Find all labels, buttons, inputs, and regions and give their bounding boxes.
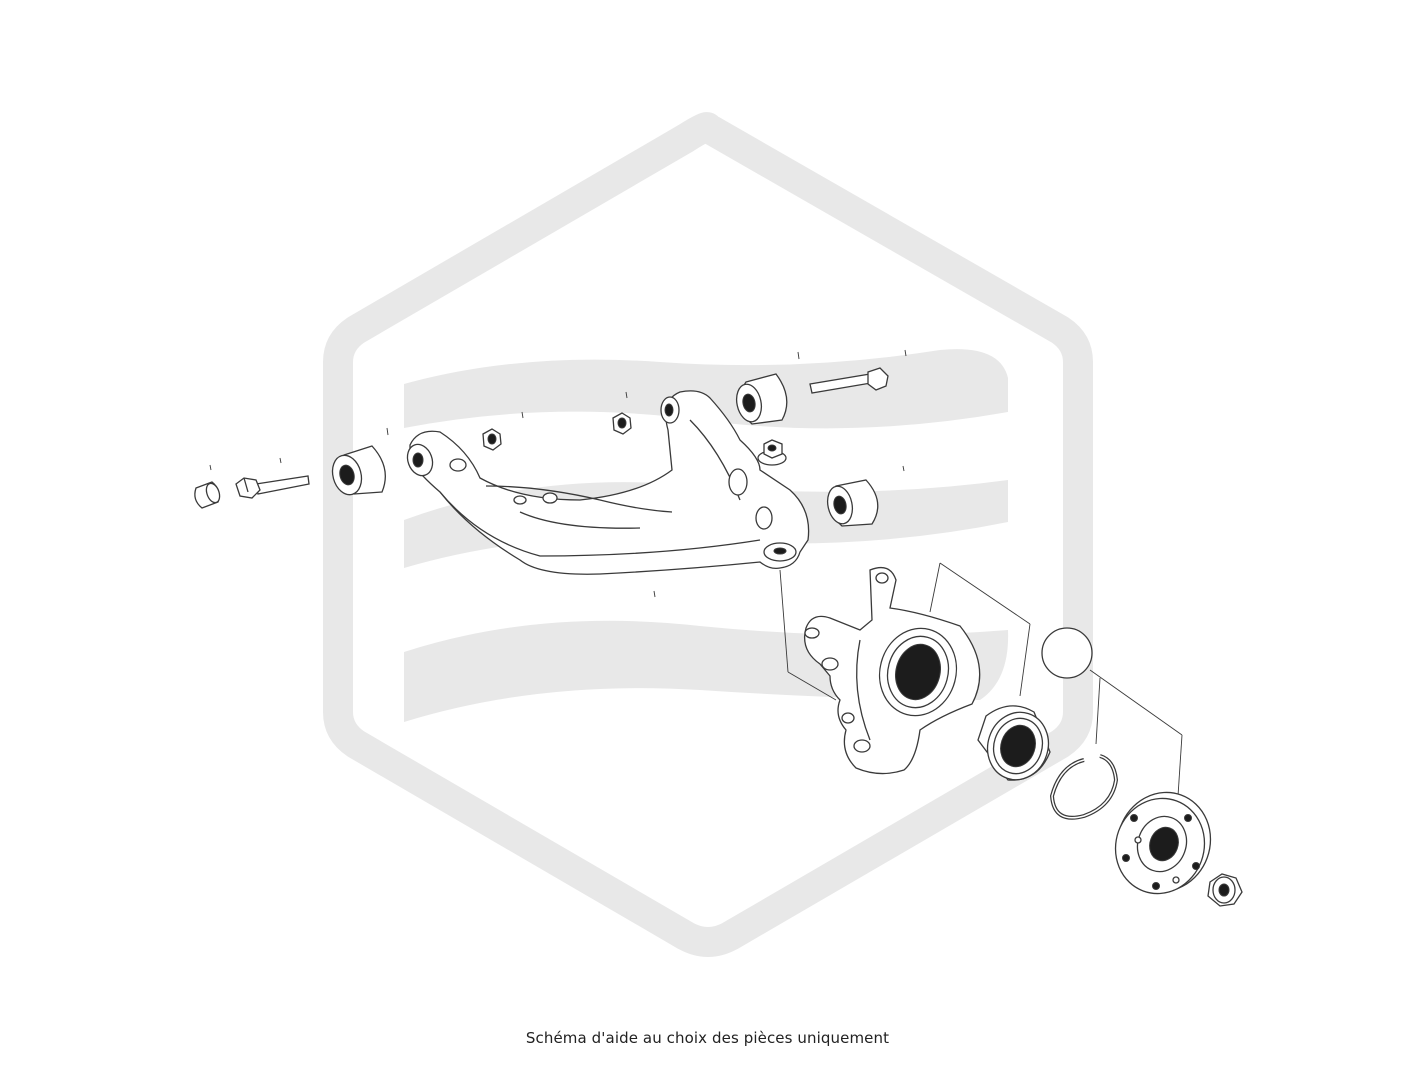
- bearing-icon: [977, 705, 1051, 781]
- flange-nut-icon: [757, 439, 787, 466]
- bushing-icon: [735, 373, 788, 425]
- long-bolt-left[interactable]: [235, 475, 310, 499]
- hub-nut[interactable]: [1207, 873, 1243, 907]
- hub-icon: [1114, 791, 1212, 895]
- diagram-caption: Schéma d'aide au choix des pièces unique…: [525, 1029, 890, 1047]
- flange-nut[interactable]: [757, 439, 787, 466]
- bushing-icon: [826, 479, 879, 527]
- bushing-top[interactable]: [733, 373, 788, 425]
- nut-front[interactable]: [482, 428, 502, 451]
- wheel-hub[interactable]: [1102, 779, 1224, 906]
- nut-icon: [482, 428, 502, 451]
- hub-nut-icon: [1207, 873, 1243, 907]
- callout-circle-icon: [1041, 627, 1093, 679]
- cap-nut[interactable]: [194, 481, 222, 509]
- bolt-icon: [809, 367, 889, 394]
- cap-nut-icon: [194, 481, 221, 509]
- control-arm[interactable]: [403, 390, 810, 575]
- reference-ticks: [209, 349, 907, 598]
- circlip[interactable]: [1049, 754, 1119, 820]
- bushing-icon: [331, 445, 386, 496]
- leader-lines: [779, 562, 1183, 797]
- steering-knuckle[interactable]: [803, 566, 981, 775]
- knuckle-icon: [803, 566, 981, 775]
- circlip-icon: [1049, 754, 1119, 820]
- bolt-icon: [235, 475, 310, 499]
- nut-rear[interactable]: [612, 412, 632, 435]
- nut-icon: [612, 412, 632, 435]
- bushing-right[interactable]: [824, 479, 879, 527]
- long-bolt-right[interactable]: [809, 367, 889, 394]
- bushing-left[interactable]: [328, 445, 386, 498]
- callout-circle[interactable]: [1041, 627, 1093, 679]
- control-arm-icon: [406, 390, 810, 575]
- wheel-bearing[interactable]: [977, 704, 1057, 787]
